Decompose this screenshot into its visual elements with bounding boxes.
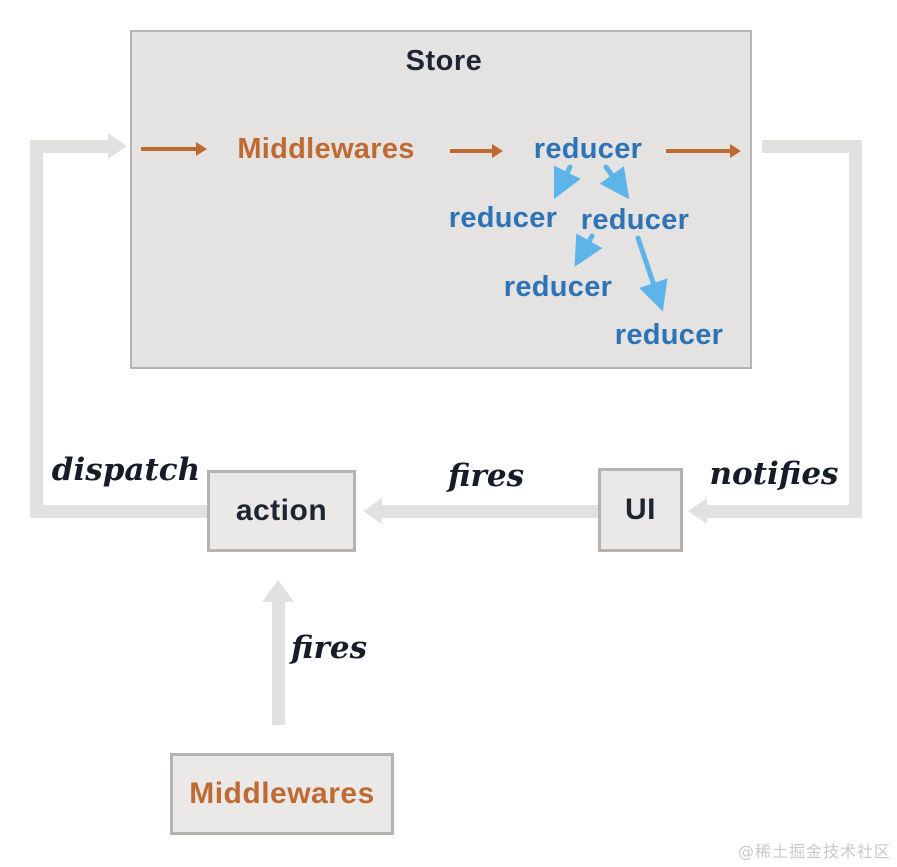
action-label: action: [235, 494, 328, 527]
notifies-loop-top-segment: [762, 140, 862, 153]
reducer-grandchild-right: reducer: [614, 319, 724, 351]
fires-label-ui: fires: [447, 458, 525, 494]
middlewares-box: Middlewares: [170, 753, 394, 835]
middlewares-label: Middlewares: [189, 777, 375, 810]
arrow-head-icon: [730, 144, 741, 158]
flow-arrow-middlewares-to-reducer: [450, 144, 503, 158]
notifies-loop-vertical-segment: [849, 140, 862, 518]
middlewares-to-action-arrow-shaft: [272, 600, 285, 725]
flow-arrow-into-middlewares: [141, 142, 207, 156]
arrow-shaft: [141, 147, 197, 151]
dispatch-label: dispatch: [51, 452, 201, 488]
middlewares-to-action-arrow-head-icon: [262, 580, 294, 602]
reducer-root: reducer: [533, 133, 643, 165]
store-box: [130, 30, 752, 369]
action-box: action: [207, 470, 356, 552]
flow-arrow-out-of-store: [666, 144, 741, 158]
store-middlewares-label: Middlewares: [237, 133, 415, 165]
reducer-grandchild-left: reducer: [503, 271, 613, 303]
arrow-head-icon: [196, 142, 207, 156]
ui-to-action-arrow-shaft: [381, 505, 598, 518]
watermark: @稀土掘金技术社区: [737, 842, 891, 861]
ui-box: UI: [598, 468, 683, 552]
dispatch-loop-arrow-head-icon: [108, 133, 127, 159]
notifies-label: notifies: [709, 456, 839, 492]
arrow-shaft: [666, 149, 731, 153]
store-title: Store: [405, 45, 483, 77]
reducer-child-right: reducer: [580, 204, 690, 236]
fires-label-middlewares: fires: [290, 630, 368, 666]
notifies-loop-bottom-segment: [705, 505, 862, 518]
reducer-child-left: reducer: [448, 202, 558, 234]
arrow-shaft: [450, 149, 493, 153]
arrow-head-icon: [492, 144, 503, 158]
dispatch-loop-top-segment: [30, 140, 110, 153]
ui-label: UI: [625, 493, 656, 526]
dispatch-loop-bottom-segment: [30, 505, 207, 518]
notifies-loop-arrow-head-icon: [688, 498, 707, 524]
ui-to-action-arrow-head-icon: [363, 498, 382, 524]
dispatch-loop-vertical-segment: [30, 140, 43, 518]
